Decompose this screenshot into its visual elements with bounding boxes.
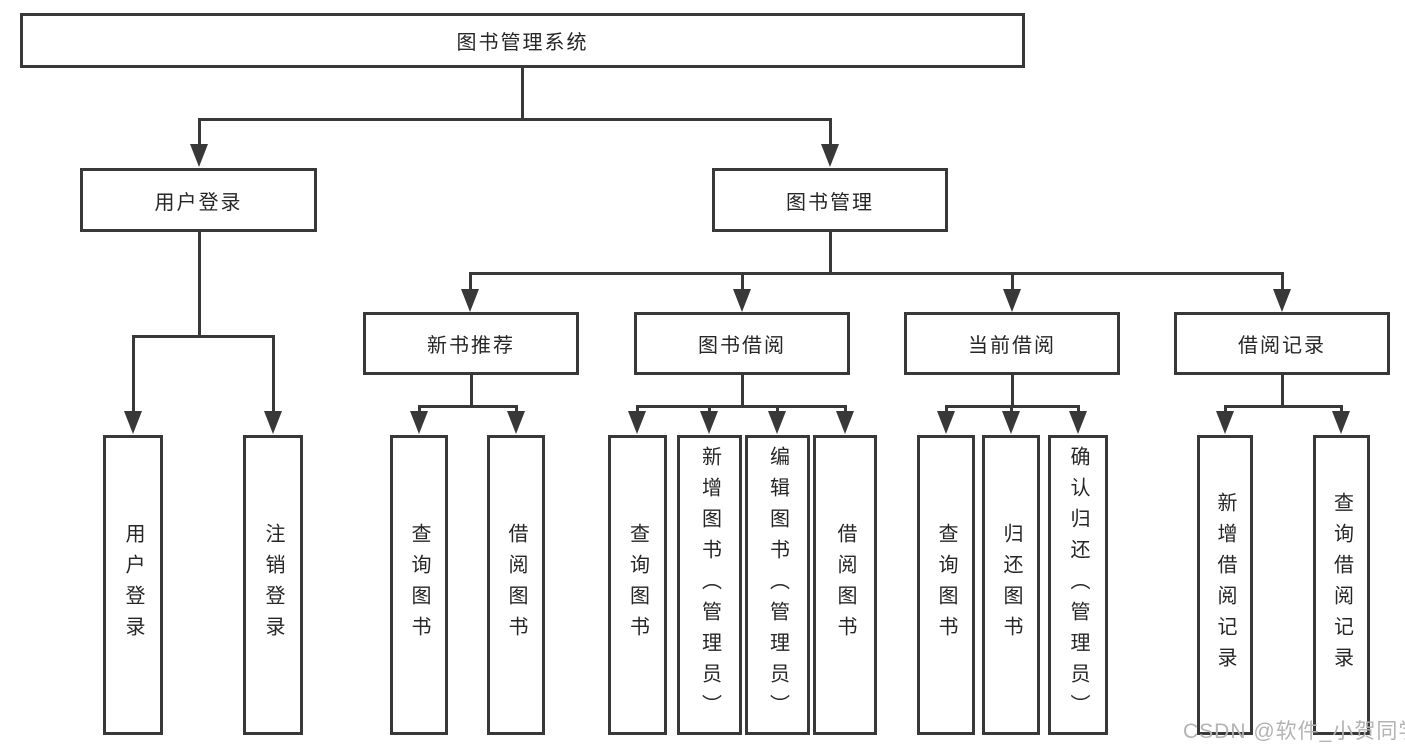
leaf-add-books-admin: 新增图书（管理员） [677,435,742,735]
arrowhead-down-icon [1332,411,1350,434]
arrowhead-down-icon [733,289,751,312]
arrowhead-down-icon [1273,289,1291,312]
connector-line [198,118,832,121]
connector-line [636,405,847,408]
node-user-login: 用户登录 [80,168,317,232]
arrowhead-down-icon [628,411,646,434]
node-borrowing-records: 借阅记录 [1174,312,1390,375]
leaf-label: 编辑图书（管理员） [766,445,789,725]
leaf-label: 确认归还（管理员） [1067,445,1089,725]
arrowhead-down-icon [1069,411,1087,434]
node-label: 图书管理系统 [456,32,589,54]
connector-line [776,405,779,413]
node-book-management-system: 图书管理系统 [20,13,1025,68]
connector-line [708,405,711,413]
node-new-book-recommend: 新书推荐 [363,312,579,375]
arrowhead-down-icon [937,411,955,434]
connector-line [1010,405,1013,413]
node-book-management: 图书管理 [712,168,948,232]
connector-line [829,118,832,147]
node-book-borrowing: 图书借阅 [634,312,850,375]
connector-line [469,272,1284,275]
connector-line [844,405,847,413]
connector-line [515,405,518,413]
connector-line [1011,272,1014,292]
node-label: 当前借阅 [968,335,1056,357]
leaf-label: 查询借阅记录 [1330,492,1353,678]
arrowhead-down-icon [1216,411,1234,434]
arrowhead-down-icon [700,411,718,434]
leaf-edit-books-admin: 编辑图书（管理员） [745,435,810,735]
leaf-label: 用户登录 [122,523,144,647]
leaf-label: 查询图书 [626,523,649,647]
arrowhead-down-icon [821,144,839,167]
connector-line [1340,405,1343,413]
connector-line [198,118,201,147]
connector-line [636,405,639,413]
arrowhead-down-icon [768,411,786,434]
leaf-label: 借阅图书 [834,523,856,647]
connector-line [418,405,518,408]
connector-line [945,405,948,413]
connector-line [741,272,744,292]
connector-line [418,405,421,413]
node-label: 图书借阅 [698,335,786,357]
connector-line [1011,375,1014,406]
connector-line [1281,272,1284,292]
connector-line [1224,405,1227,413]
connector-line [132,335,135,413]
node-label: 用户登录 [154,191,243,214]
leaf-query-books-recommend: 查询图书 [390,435,448,735]
arrowhead-down-icon [507,411,525,434]
leaf-confirm-return-admin: 确认归还（管理员） [1048,435,1108,735]
leaf-label: 归还图书 [1000,523,1022,647]
arrowhead-down-icon [124,411,142,434]
leaf-borrow-books-borrowing: 借阅图书 [813,435,877,735]
leaf-query-borrow-record: 查询借阅记录 [1313,435,1370,735]
connector-line [132,335,275,338]
leaf-label: 借阅图书 [505,523,527,647]
arrowhead-down-icon [461,289,479,312]
node-label: 新书推荐 [427,335,515,357]
leaf-label: 新增图书（管理员） [698,445,721,725]
leaf-user-login: 用户登录 [103,435,163,735]
arrowhead-down-icon [836,411,854,434]
watermark-text: CSDN @软件_小贺同学 [1183,720,1405,743]
arrowhead-down-icon [264,411,282,434]
connector-line [272,335,275,413]
leaf-label: 新增借阅记录 [1214,492,1236,678]
connector-line [198,232,201,335]
node-label: 图书管理 [786,191,874,214]
leaf-logout-login: 注销登录 [243,435,303,735]
connector-line [1281,375,1284,406]
leaf-label: 注销登录 [262,523,284,647]
node-current-borrowing: 当前借阅 [904,312,1120,375]
connector-line [469,272,472,292]
connector-line [470,375,473,406]
connector-line [521,68,524,118]
connector-line [829,232,832,273]
connector-line [741,375,744,406]
leaf-add-borrow-record: 新增借阅记录 [1197,435,1253,735]
node-label: 借阅记录 [1238,335,1326,357]
arrowhead-down-icon [1002,411,1020,434]
connector-line [1224,405,1343,408]
leaf-label: 查询图书 [408,523,430,647]
arrowhead-down-icon [1003,289,1021,312]
leaf-query-books-current: 查询图书 [917,435,975,735]
arrowhead-down-icon [190,144,208,167]
connector-line [1077,405,1080,413]
arrowhead-down-icon [410,411,428,434]
leaf-label: 查询图书 [935,523,957,647]
leaf-query-books-borrowing: 查询图书 [608,435,667,735]
leaf-return-books: 归还图书 [982,435,1040,735]
leaf-borrow-books-recommend: 借阅图书 [487,435,545,735]
